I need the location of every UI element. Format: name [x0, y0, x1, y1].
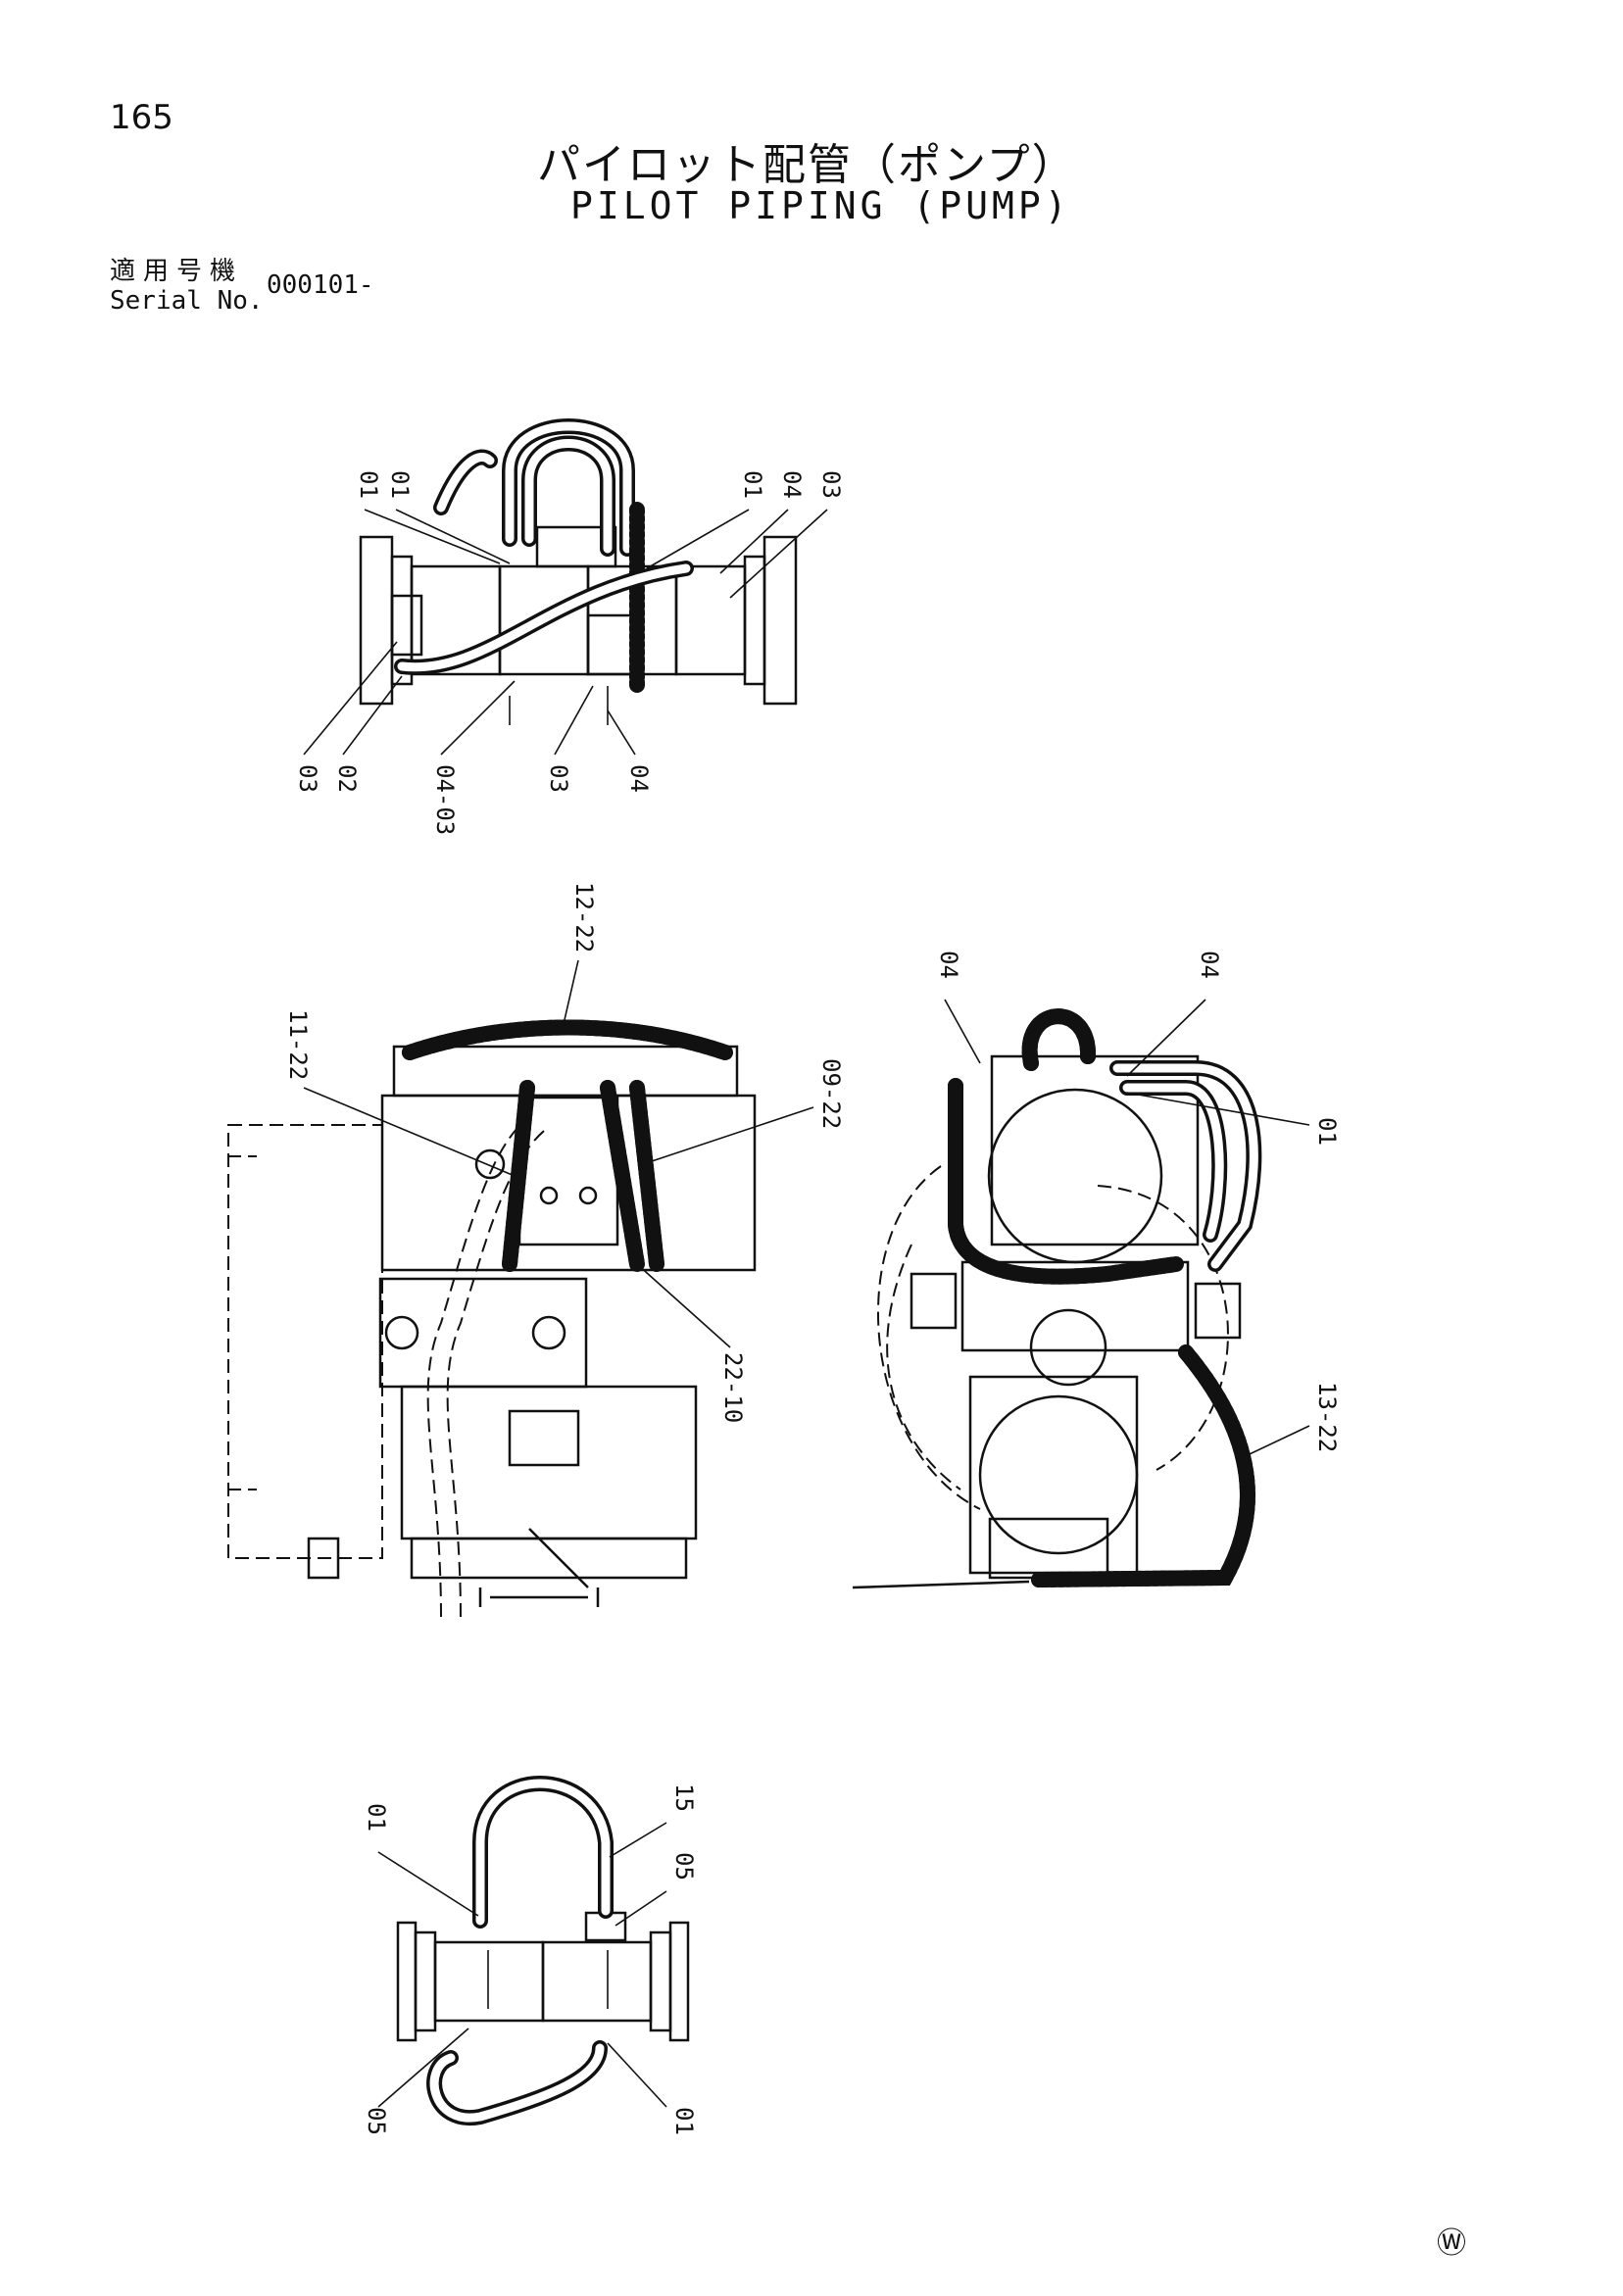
serial-label-english: Serial No. [110, 286, 264, 316]
callout-label: 09-22 [817, 1058, 845, 1129]
page-title-english: PILOT PIPING (PUMP) [570, 184, 1071, 227]
callout-label: 03 [545, 764, 572, 793]
top-view-leader-lines [303, 509, 828, 756]
callout-label: 04 [1196, 951, 1223, 979]
callout-label: 12-22 [570, 882, 598, 953]
page-title-japanese: パイロット配管（ポンプ） [537, 140, 1077, 190]
publisher-mark: Ⓦ [1437, 2226, 1466, 2261]
callout-label: 04 [625, 764, 653, 793]
serial-number-value: 000101- [267, 270, 374, 300]
callout-label: 04 [778, 470, 806, 499]
callout-label: 03 [817, 470, 845, 499]
callout-label: 05 [363, 2107, 390, 2135]
callout-label: 01 [670, 2107, 698, 2135]
middle-right-pump-assembly [852, 1008, 1262, 1589]
callout-label: 01 [386, 470, 414, 499]
callout-label: 04-03 [431, 764, 459, 835]
callout-label: 04 [935, 951, 962, 979]
bottom-view-leader-lines [377, 1822, 667, 2108]
serial-label-japanese: 適用号機 [110, 257, 244, 286]
bottom-view-pump-assembly [396, 1776, 690, 2126]
callout-label: 03 [294, 764, 321, 793]
callout-label: 01 [739, 470, 766, 499]
callout-label: 22-10 [719, 1352, 747, 1423]
page-number: 165 [110, 98, 173, 137]
callout-label: 05 [670, 1852, 698, 1881]
top-view-pump-assembly [359, 418, 798, 725]
callout-label: 01 [1313, 1117, 1341, 1146]
middle-left-pump-assembly [227, 1019, 757, 1618]
callout-label: 15 [670, 1783, 698, 1812]
callout-label: 13-22 [1313, 1382, 1341, 1452]
middle-right-leader-lines [944, 999, 1310, 1461]
callout-label: 01 [363, 1803, 390, 1832]
callout-label: 01 [355, 470, 382, 499]
callout-label: 11-22 [284, 1009, 312, 1080]
callout-label: 02 [333, 764, 361, 793]
middle-left-leader-lines [303, 959, 814, 1348]
